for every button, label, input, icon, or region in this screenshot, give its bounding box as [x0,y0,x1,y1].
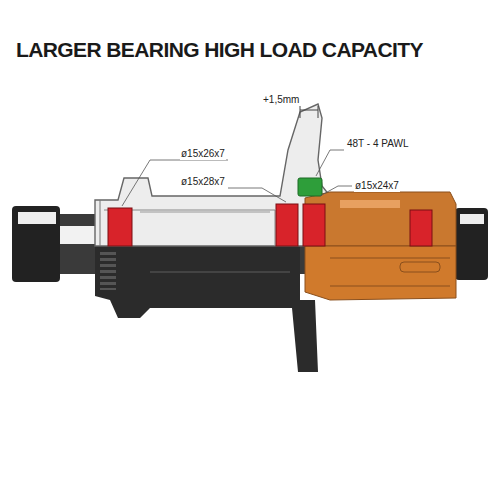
right-end-cap [455,208,488,280]
offset-dimension-label: +1,5mm [262,94,300,106]
bearing-size-label: ø15x26x7 [180,148,226,160]
ratchet-label: 48T - 4 PAWL [346,138,410,150]
freehub-section [305,192,456,246]
bearing-size-label: ø15x28x7 [180,176,226,188]
bearing-28 [276,204,298,246]
offset-dimension [300,106,318,118]
leader-lines [122,150,352,206]
bearing-24 [410,210,432,246]
pawl [298,178,322,196]
diagram-title: LARGER BEARING HIGH LOAD CAPACITY [16,38,423,62]
rotor-interface [100,250,116,290]
bearing-size-label: ø15x24x7 [354,180,400,192]
bearing-26 [108,208,132,246]
left-end-cap [12,206,60,282]
bearing-freehub-inner [303,204,325,246]
hub-shell-section [95,104,330,246]
freehub-exterior [305,246,456,300]
hub-shell-exterior [95,246,318,372]
